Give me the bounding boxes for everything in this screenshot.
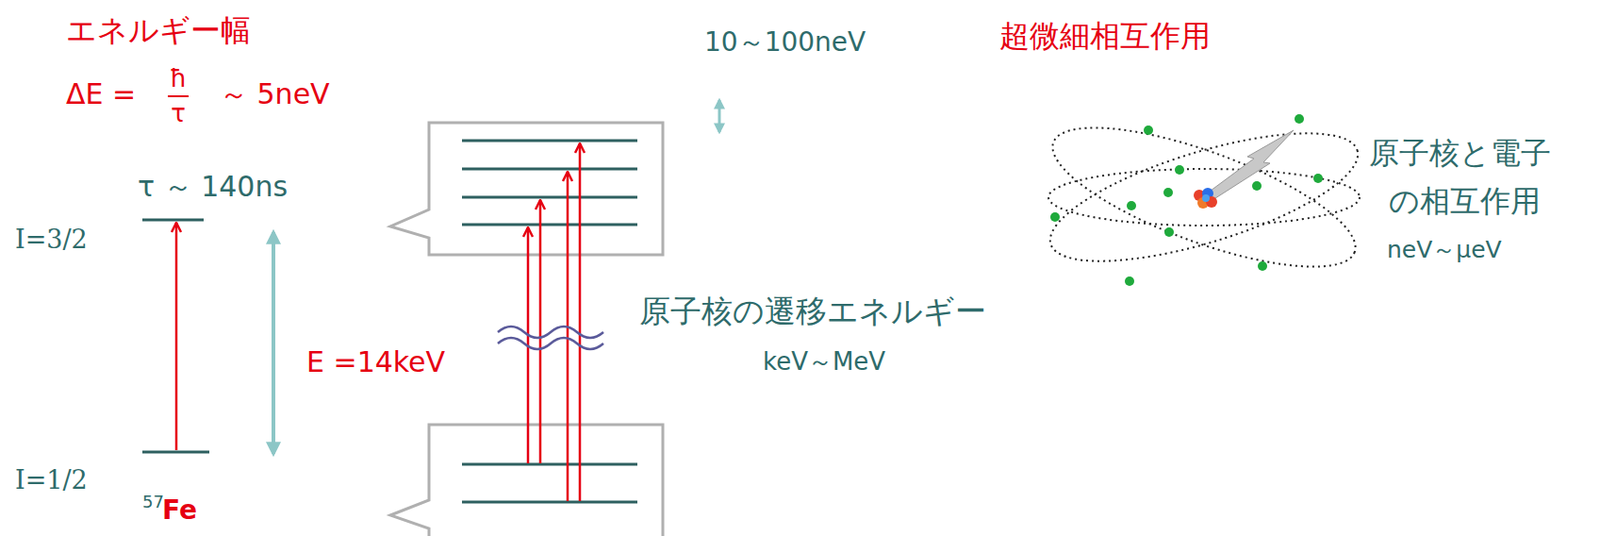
split-levels [461, 140, 638, 225]
spin-label: I=3/2 [15, 224, 88, 254]
formula-label: ΔE = [65, 78, 136, 112]
fraction-bar [167, 95, 189, 98]
callout-box [390, 122, 663, 255]
split-arrow [718, 99, 722, 132]
lifetime-label: τ ～ 140ns [137, 170, 288, 204]
atom-range-label: neV～μeV [1386, 236, 1502, 264]
formula-denominator: τ [170, 99, 186, 129]
transition-arrows [527, 143, 580, 501]
break-mark [497, 326, 604, 349]
heading-label: エネルギー幅 [65, 13, 251, 49]
ground-level [142, 450, 210, 454]
element-label: Fe [162, 494, 198, 526]
heading-label: 超微細相互作用 [999, 18, 1211, 54]
transition-range-label: keV～MeV [762, 347, 886, 377]
energy-arrow [271, 231, 276, 454]
atom-label: の相互作用 [1386, 183, 1543, 219]
spin-label: I=1/2 [15, 464, 88, 495]
energy-label: E =14keV [306, 346, 446, 380]
transition-arrow [175, 222, 179, 450]
atom-illustration [1037, 99, 1370, 295]
formula-numerator: ħ [169, 65, 187, 94]
split-levels [461, 463, 638, 502]
formula-value: ～ 5neV [219, 78, 330, 112]
splitting-label: 10～100neV [704, 27, 866, 58]
callout-box [390, 424, 663, 536]
atom-label: 原子核と電子 [1367, 135, 1553, 171]
excited-level [142, 218, 204, 222]
transition-label: 原子核の遷移エネルギー [637, 293, 989, 330]
mass-number: 57 [142, 492, 165, 512]
